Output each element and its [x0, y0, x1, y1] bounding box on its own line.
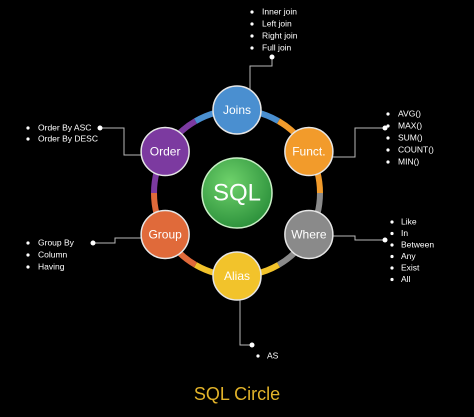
center-node: SQL [201, 157, 273, 229]
node-circle-group [140, 209, 190, 260]
list-item-where: All [401, 274, 411, 284]
bullet-icon [250, 10, 254, 14]
list-item-funct: SUM() [398, 132, 423, 142]
node-circle-joins [212, 85, 262, 135]
node-label-alias: Alias [224, 269, 250, 283]
list-item-joins: Left join [262, 18, 292, 28]
connector-dot-joins [269, 54, 275, 60]
list-item-group: Column [38, 249, 68, 259]
bullet-icon [250, 34, 254, 38]
bullet-icon [26, 241, 30, 245]
connector-order [100, 127, 146, 156]
connector-dot-group [90, 240, 96, 246]
node-where: Where [284, 209, 334, 260]
list-item-order: Order By DESC [38, 133, 98, 143]
bullet-icon [250, 22, 254, 26]
list-item-where: Any [401, 251, 416, 261]
list-item-funct: MAX() [398, 120, 422, 130]
connector-dot-alias [249, 342, 255, 348]
list-item-where: In [401, 228, 408, 238]
bullet-icon [390, 243, 394, 247]
bullet-icon [390, 231, 394, 236]
node-alias: Alias [212, 251, 262, 301]
list-item-funct: COUNT() [398, 144, 434, 154]
connector-joins [249, 57, 273, 90]
node-funct: Funct. [284, 126, 334, 177]
bullet-icon [386, 124, 390, 128]
bullet-icon [26, 253, 30, 257]
connector-funct [330, 127, 385, 158]
node-circle-order [140, 126, 190, 177]
connector-group [93, 237, 146, 244]
bullet-icon [390, 220, 394, 224]
bullet-icon [386, 112, 390, 116]
node-joins: Joins [212, 85, 262, 135]
list-item-group: Group By [38, 237, 75, 247]
connector-dot-order [97, 125, 103, 131]
bullet-icon [26, 265, 30, 269]
node-order: Order [140, 126, 190, 177]
bullet-icon [26, 126, 30, 130]
list-item-order: Order By ASC [38, 122, 91, 132]
node-label-where: Where [291, 228, 327, 242]
bullet-icon [250, 46, 254, 50]
bullet-icon [390, 266, 394, 270]
node-group: Group [140, 209, 190, 260]
node-label-joins: Joins [223, 103, 251, 117]
list-item-alias: AS [267, 350, 279, 360]
list-item-joins: Full join [262, 42, 292, 52]
list-item-where: Like [401, 216, 417, 226]
node-circle-alias [212, 251, 262, 301]
node-circle-funct [284, 126, 334, 177]
bullet-icon [386, 160, 390, 164]
bullet-icon [390, 277, 394, 282]
list-item-group: Having [38, 261, 65, 271]
node-label-funct: Funct. [292, 145, 325, 159]
bullet-icon [256, 354, 260, 358]
node-label-group: Group [148, 228, 182, 242]
bullet-icon [26, 137, 30, 141]
list-item-funct: AVG() [398, 108, 421, 118]
connector-alias [239, 298, 252, 346]
diagram-title: SQL Circle [194, 384, 280, 404]
list-funct: AVG() MAX() SUM() COUNT() MIN() [386, 108, 434, 166]
list-item-where: Between [401, 239, 434, 249]
list-item-joins: Inner join [262, 6, 297, 16]
bullet-icon [390, 254, 394, 259]
connector-dot-where [382, 237, 388, 243]
bullet-icon [386, 136, 390, 140]
list-item-where: Exist [401, 262, 420, 272]
bullet-icon [386, 148, 390, 152]
node-circle-where [284, 209, 334, 260]
list-item-joins: Right join [262, 30, 298, 40]
list-item-funct: MIN() [398, 156, 419, 166]
node-label-order: Order [150, 145, 181, 159]
connector-where [330, 235, 385, 241]
center-label: SQL [213, 179, 261, 206]
connectors [90, 54, 388, 348]
connector-dot-funct [382, 125, 388, 131]
list-alias: AS [256, 350, 279, 360]
